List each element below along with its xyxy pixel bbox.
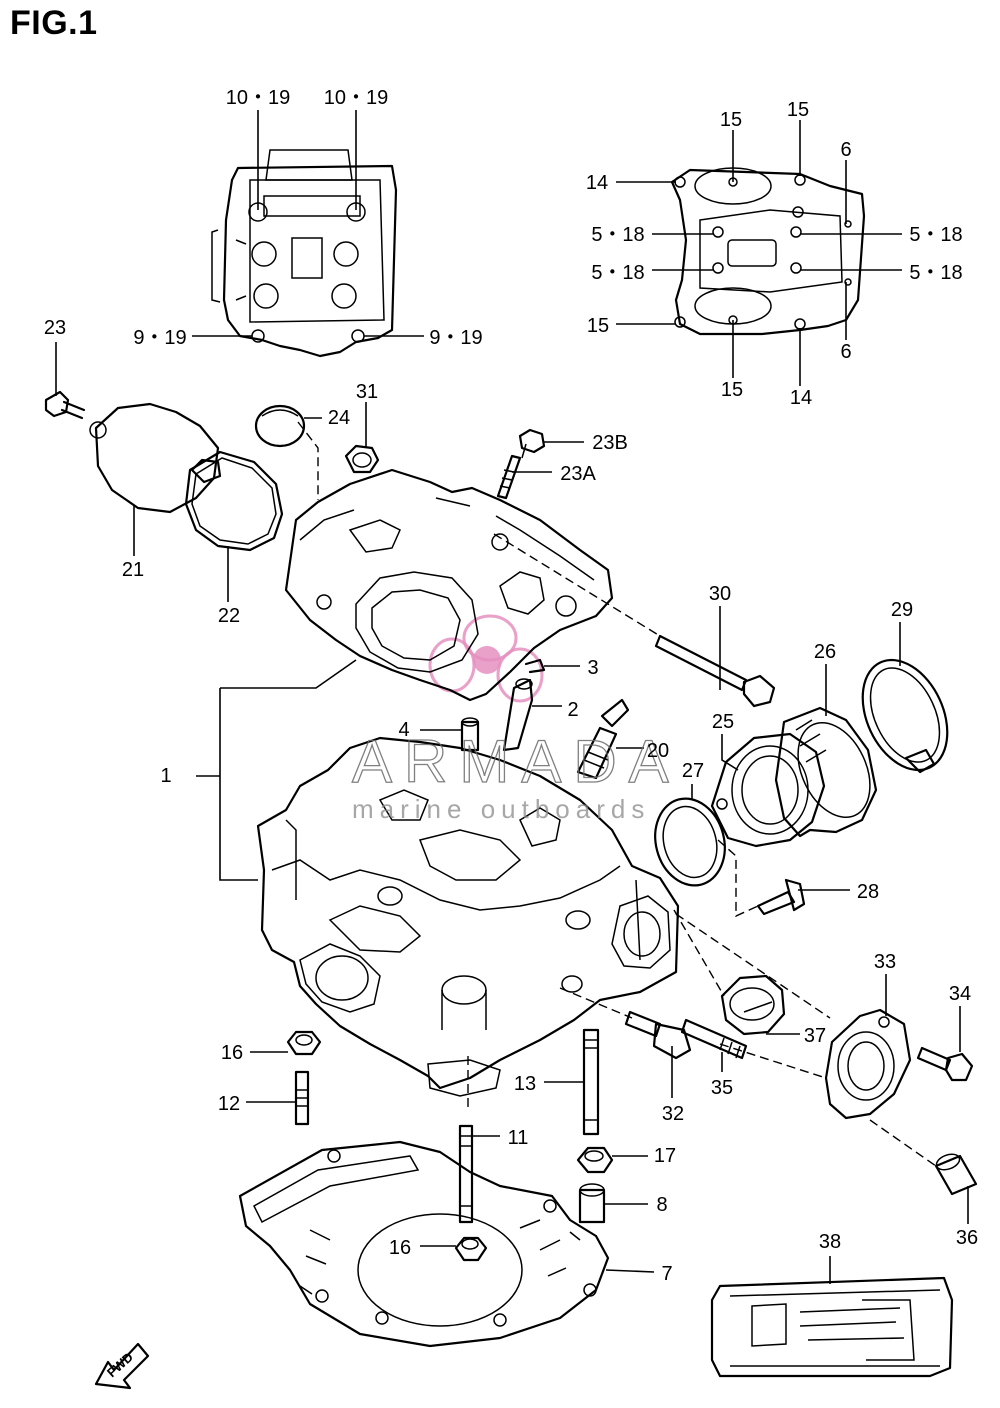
pin-4-icon	[460, 717, 480, 752]
head-top-view-icon	[670, 167, 866, 336]
callout-5-18-right-a: 5・18	[909, 224, 962, 246]
callout-14-top: 14	[586, 172, 608, 194]
nut-31-icon	[344, 444, 380, 474]
callout-17: 17	[654, 1145, 676, 1167]
stud-13-icon	[582, 1028, 600, 1136]
thermostat-cover-icon	[824, 1008, 912, 1120]
intake-flange-icon	[710, 732, 826, 848]
callout-34: 34	[949, 983, 971, 1005]
stud-35-icon	[680, 1018, 748, 1060]
callout-5-18-left-b: 5・18	[591, 262, 644, 284]
bolt-30-icon	[654, 634, 776, 708]
callout-15-left: 15	[587, 315, 609, 337]
callout-16-lower: 16	[389, 1237, 411, 1259]
assembly-lines	[297, 421, 937, 1167]
callout-1: 1	[160, 765, 171, 787]
watermark-tagline: marine outboards	[352, 794, 650, 824]
callout-20: 20	[647, 740, 669, 762]
gasket-set-pouch-icon	[710, 1276, 954, 1378]
stud-11-icon	[458, 1124, 474, 1224]
callout-5-18-left-a: 5・18	[591, 224, 644, 246]
callout-15-top-right: 15	[787, 99, 809, 121]
callout-21: 21	[122, 559, 144, 581]
callout-31: 31	[356, 381, 378, 403]
watermark-brand: ARMADA	[352, 728, 681, 795]
nut-16-lower-icon	[454, 1236, 488, 1262]
head-cover-inner-icon	[211, 149, 398, 358]
callout-15-top: 15	[720, 109, 742, 131]
callout-28: 28	[857, 881, 879, 903]
callout-12: 12	[218, 1093, 240, 1115]
leader-lines	[55, 110, 969, 1284]
cylinder-head-icon	[256, 736, 680, 1097]
nut-16-icon	[286, 1030, 322, 1056]
callout-13: 13	[514, 1073, 536, 1095]
callout-29: 29	[891, 599, 913, 621]
dowel-8-icon	[578, 1183, 606, 1224]
callout-4: 4	[398, 719, 409, 741]
callout-9-19-left: 9・19	[133, 327, 186, 349]
plug-24-icon	[254, 404, 306, 448]
callout-labels: 10・19 10・19 9・19 9・19 15 15 6 14 5・18 5・…	[44, 87, 978, 1285]
callout-6-bottom: 6	[840, 341, 851, 363]
screw-28-icon	[756, 878, 806, 916]
callout-16-upper: 16	[221, 1042, 243, 1064]
callout-26: 26	[814, 641, 836, 663]
callout-7: 7	[661, 1263, 672, 1285]
callout-38: 38	[819, 1231, 841, 1253]
callout-2: 2	[567, 699, 578, 721]
o-ring-icon	[654, 797, 726, 887]
callout-14-bottom: 14	[790, 387, 812, 409]
callout-6-top: 6	[840, 139, 851, 161]
callout-8: 8	[656, 1194, 667, 1216]
spark-plug-icon	[576, 698, 630, 780]
bracket-1	[196, 659, 357, 881]
cam-housing-icon	[284, 468, 614, 702]
callout-25: 25	[712, 711, 734, 733]
callout-33: 33	[874, 951, 896, 973]
callout-24: 24	[328, 407, 350, 429]
gasket-icon	[238, 1140, 610, 1348]
callout-10-19-right: 10・19	[324, 87, 389, 109]
fwd-label: FWD	[104, 1349, 136, 1380]
callout-23: 23	[44, 317, 66, 339]
bolt-23-icon	[44, 390, 86, 420]
callout-10-19-left: 10・19	[226, 87, 291, 109]
bolt-34-icon	[916, 1046, 974, 1082]
figure-title: FIG.1	[10, 4, 98, 42]
callout-32: 32	[662, 1103, 684, 1125]
callout-15-bottom: 15	[721, 379, 743, 401]
pipe-2-icon	[502, 678, 534, 752]
callout-35: 35	[711, 1077, 733, 1099]
callout-5-18-right-b: 5・18	[909, 262, 962, 284]
callout-11: 11	[508, 1127, 529, 1149]
callout-23a: 23A	[560, 463, 596, 485]
head-cover-icon	[89, 402, 222, 514]
nut-17-icon	[576, 1146, 614, 1174]
bolt-23b-icon	[518, 428, 546, 459]
callout-30: 30	[709, 583, 731, 605]
callout-22: 22	[218, 605, 240, 627]
collar-36-icon	[934, 1153, 978, 1196]
thermostat-icon	[720, 974, 786, 1036]
cover-gasket-icon	[184, 450, 284, 552]
clip-3-icon	[524, 658, 546, 674]
fwd-arrow-icon: FWD	[94, 1342, 150, 1390]
callout-9-19-right: 9・19	[429, 327, 482, 349]
callout-27: 27	[682, 760, 704, 782]
hose-clamp-icon	[861, 658, 949, 774]
callout-3: 3	[587, 657, 598, 679]
temp-sensor-icon	[624, 1010, 692, 1060]
callout-36: 36	[956, 1227, 978, 1249]
stud-12-icon	[294, 1070, 310, 1126]
callout-37: 37	[804, 1025, 826, 1047]
callout-23b: 23B	[592, 432, 628, 454]
stud-23a-icon	[496, 454, 522, 500]
